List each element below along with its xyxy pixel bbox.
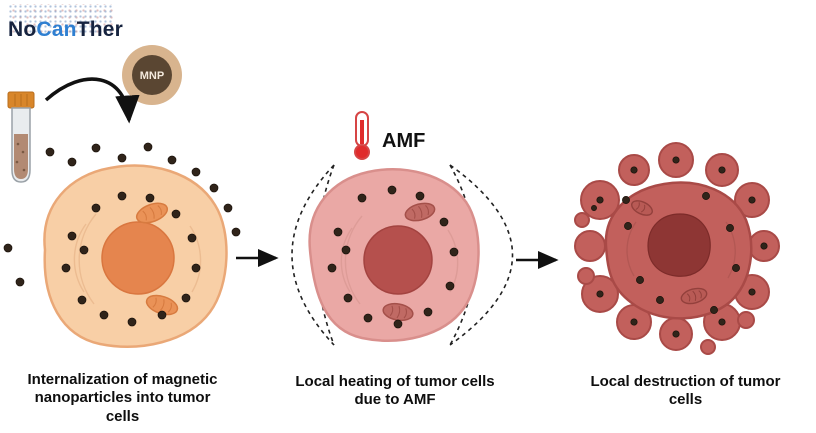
tumor-cell-heating — [308, 168, 480, 342]
mitochondrion — [680, 287, 708, 305]
nanoparticles-inside — [61, 191, 201, 327]
thermometer-icon — [354, 111, 370, 160]
nucleus — [363, 225, 433, 295]
mitochondrion — [404, 202, 436, 222]
nucleus — [101, 221, 175, 295]
logo-text: NoCanTher — [8, 18, 123, 42]
tumor-cell-internalization — [3, 142, 241, 348]
amf-label: AMF — [382, 130, 425, 152]
mnp-label: MNP — [140, 70, 164, 82]
tumor-cell-destruction — [574, 142, 780, 355]
nanoparticles-outside — [3, 142, 241, 287]
nanoparticles-inside — [327, 185, 459, 329]
logo-dot-map — [8, 4, 114, 34]
mitochondrion — [135, 202, 169, 224]
nocanther-logo: NoCanTher — [8, 4, 123, 48]
curved-arrow-icon — [44, 77, 140, 124]
logo-part-no: No — [8, 18, 37, 41]
magnetic-field-lines — [291, 164, 514, 346]
logo-part-ther: Ther — [76, 18, 123, 41]
stage-caption-destruction: Local destruction of tumor cells — [590, 373, 781, 409]
nucleus — [647, 213, 711, 277]
stage-caption-internalization: Internalization of magnetic nanoparticle… — [27, 371, 218, 425]
mitochondrion — [631, 200, 653, 216]
nanoparticles-inside — [591, 156, 768, 338]
vial-icon — [7, 91, 35, 183]
logo-part-can: Can — [36, 18, 77, 41]
stage-caption-heating: Local heating of tumor cells due to AMF — [295, 373, 495, 409]
mnp-icon: MNP — [122, 45, 182, 105]
